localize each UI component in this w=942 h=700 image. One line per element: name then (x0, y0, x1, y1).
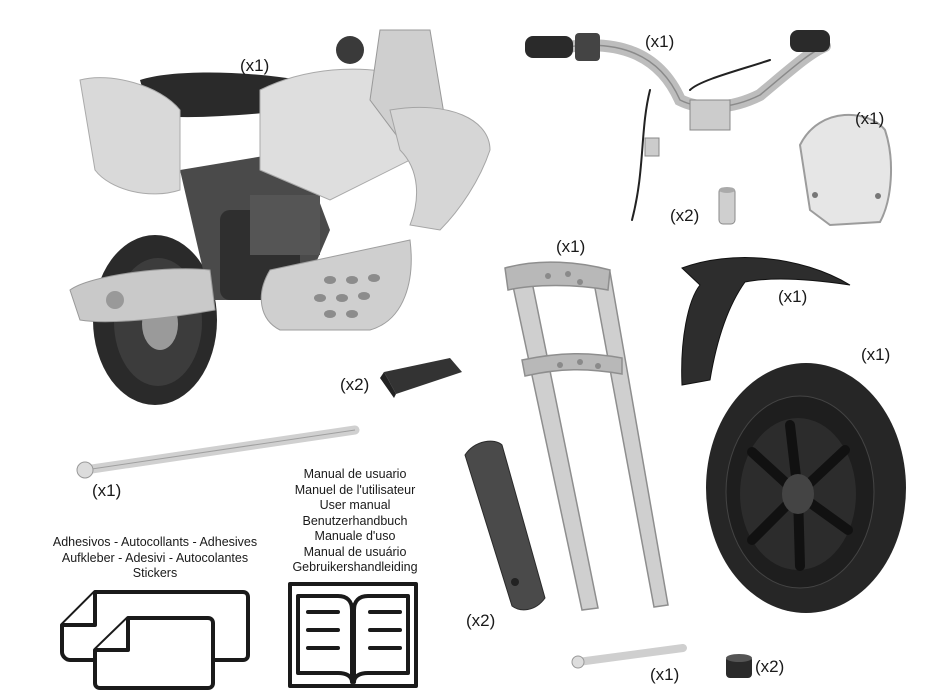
manual-label-line: Manual de usuário (303, 544, 407, 559)
stickers-icon (60, 590, 250, 690)
qty-front-fender: (x1) (778, 287, 808, 306)
front-fork (504, 261, 669, 611)
motorcycle-body (69, 29, 491, 405)
front-wheel (706, 363, 906, 613)
footpeg (380, 358, 462, 398)
qty-grip-spacer: (x2) (670, 206, 700, 225)
axle-rod (76, 425, 360, 479)
stickers-label-line: Aufkleber - Adesivi - Autocolantes (61, 550, 249, 565)
manual-label-line: Manual de usuario (303, 467, 407, 481)
grip-spacer (718, 187, 736, 225)
manual-label: Manual de usuario Manuel de l'utilisateu… (275, 467, 435, 576)
bushing (726, 654, 752, 678)
fork-cover (464, 440, 546, 611)
stickers-label: Adhesivos - Autocollants - Adhesives Auf… (40, 535, 270, 582)
stickers-label-line: Adhesivos - Autocollants - Adhesives (52, 535, 258, 549)
qty-fork-covers: (x2) (466, 611, 496, 630)
qty-footpegs: (x2) (340, 375, 370, 394)
qty-fork: (x1) (556, 237, 586, 256)
qty-small-axle: (x1) (650, 665, 680, 684)
qty-bushings: (x2) (755, 657, 785, 676)
manual-label-line: Benutzerhandbuch (302, 513, 408, 528)
qty-front-wheel: (x1) (861, 345, 891, 364)
qty-number-plate: (x1) (855, 109, 885, 128)
qty-body: (x1) (240, 56, 270, 75)
manual-icon (288, 582, 418, 688)
manual-label-line: User manual (319, 498, 391, 512)
stickers-label-line: Stickers (132, 566, 178, 580)
qty-axle-rod: (x1) (92, 481, 122, 500)
number-plate (798, 113, 893, 227)
manual-label-line: Gebruikershandleiding (292, 560, 418, 574)
handlebar (525, 30, 831, 221)
qty-handlebar: (x1) (645, 32, 675, 51)
front-fender (681, 257, 851, 386)
small-axle (571, 644, 687, 669)
manual-label-line: Manuale d'uso (314, 529, 396, 543)
manual-label-line: Manuel de l'utilisateur (294, 482, 416, 497)
